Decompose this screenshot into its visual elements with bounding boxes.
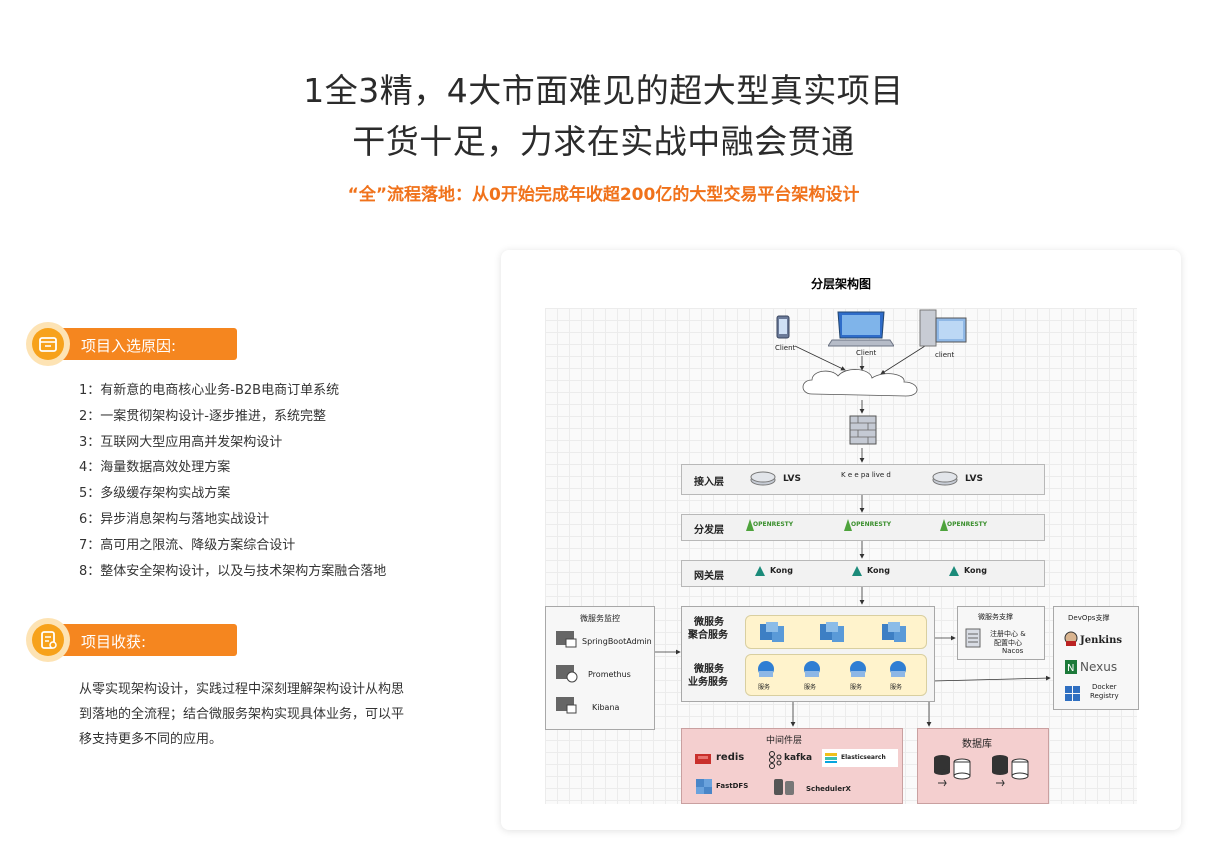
kong-label: Kong <box>867 566 890 575</box>
service-globe-icon <box>850 661 866 677</box>
redis-icon <box>695 754 711 764</box>
database-icon <box>992 755 1029 787</box>
reasons-list: 1：有新意的电商核心业务-B2B电商订单系统 2：一案贯彻架构设计-逐步推进，系… <box>79 382 386 588</box>
reasons-badge: 项目入选原因: <box>26 322 237 366</box>
service-globe-icon <box>758 661 774 677</box>
client-label: client <box>935 351 955 359</box>
gains-label: 项目收获: <box>81 633 147 651</box>
server-cluster-icon <box>760 622 784 642</box>
openresty-icon <box>746 519 754 531</box>
server-cluster-icon <box>882 622 906 642</box>
registry-icon <box>965 628 981 648</box>
kong-icon <box>949 566 959 576</box>
list-item: 2：一案贯彻架构设计-逐步推进，系统完整 <box>79 408 326 424</box>
kong-icon <box>755 566 765 576</box>
kong-icon <box>852 566 862 576</box>
list-item: 6：异步消息架构与落地实战设计 <box>79 511 270 527</box>
elasticsearch-box: Elasticsearch <box>822 749 898 767</box>
list-item: 4：海量数据高效处理方案 <box>79 460 231 476</box>
firewall-icon <box>849 415 877 445</box>
document-icon <box>26 618 70 662</box>
svg-text:N: N <box>1067 663 1074 674</box>
client-label: Client <box>856 349 877 357</box>
dispatch-layer: 分发层 <box>681 514 1045 541</box>
diagram-title: 分层架构图 <box>810 277 871 291</box>
springbootadmin-icon <box>556 631 577 648</box>
aggregate-services <box>745 615 927 649</box>
client-label: Client <box>775 344 796 352</box>
devops-panel: DevOps支撑 Jenkins N Nexus Docker Registry <box>1053 606 1139 710</box>
gateway-layer: 网关层 <box>681 560 1045 587</box>
list-item: 5：多级缓存架构实战方案 <box>79 486 231 502</box>
page-title-line1: 1全3精，4大市面难见的超大型真实项目 <box>303 71 904 110</box>
prometheus-icon <box>556 665 578 683</box>
lvs-label: LVS <box>965 474 983 484</box>
lvs-router-icon <box>932 471 958 486</box>
gains-badge: 项目收获: <box>26 618 237 662</box>
fastdfs-icon <box>696 779 712 794</box>
openresty-icon <box>940 519 948 531</box>
server-cluster-icon <box>820 622 844 642</box>
desktop-client-icon <box>919 309 967 347</box>
page-title-line2: 干货十足，力求在实战中融会贯通 <box>352 122 855 161</box>
openresty-logo: OPENRESTY <box>947 521 988 528</box>
middleware-layer: 中间件层 redis kafka Elasticsearch FastDFS S… <box>681 728 903 804</box>
list-item: 7：高可用之限流、降级方案综合设计 <box>79 537 296 553</box>
list-item: 8：整体安全架构设计，以及与技术架构方案融合落地 <box>79 563 387 579</box>
jenkins-icon <box>1064 631 1078 646</box>
kibana-icon <box>556 697 577 714</box>
openresty-icon <box>844 519 852 531</box>
lvs-label: LVS <box>783 474 801 484</box>
diagram-grid: Client Client client 接入层 <box>545 308 1139 804</box>
keepalived-label: K e e pa live d <box>841 471 891 479</box>
microservice-support-panel: 微服务支撑 注册中心 & 配置中心 Nacos <box>957 606 1045 660</box>
architecture-diagram-card: 分层架构图 <box>501 250 1181 830</box>
monitor-panel: 微服务监控 SpringBootAdmin Promethus Kibana <box>545 606 655 730</box>
elasticsearch-icon <box>825 753 837 763</box>
lvs-router-icon <box>750 471 776 486</box>
kafka-icon <box>769 751 782 769</box>
kong-label: Kong <box>770 566 793 575</box>
kong-label: Kong <box>964 566 987 575</box>
nexus-icon: N <box>1065 660 1077 674</box>
business-services: 服务 服务 服务 服务 <box>745 654 927 696</box>
openresty-logo: OPENRESTY <box>753 521 794 528</box>
laptop-client-icon <box>828 311 894 347</box>
service-globe-icon <box>804 661 820 677</box>
folder-icon <box>26 322 70 366</box>
docker-icon <box>1065 686 1080 701</box>
access-layer: 接入层 <box>681 464 1045 495</box>
service-globe-icon <box>890 661 906 677</box>
internet-cloud-icon <box>802 369 918 397</box>
connector-lines <box>653 345 1051 727</box>
openresty-logo: OPENRESTY <box>851 521 892 528</box>
phone-client-icon <box>776 315 790 339</box>
database-icon <box>934 755 971 787</box>
page-subtitle: “全”流程落地：从0开始完成年收超200亿的大型交易平台架构设计 <box>347 185 860 205</box>
database-layer: 数据库 <box>917 728 1049 804</box>
schedulerx-icon <box>774 779 794 795</box>
list-item: 3：互联网大型应用高并发架构设计 <box>79 434 283 450</box>
gains-text: 从零实现架构设计，实践过程中深刻理解架构设计从构思到落地的全流程；结合微服务架构… <box>79 682 405 747</box>
reasons-label: 项目入选原因: <box>81 337 177 355</box>
list-item: 1：有新意的电商核心业务-B2B电商订单系统 <box>79 383 340 398</box>
